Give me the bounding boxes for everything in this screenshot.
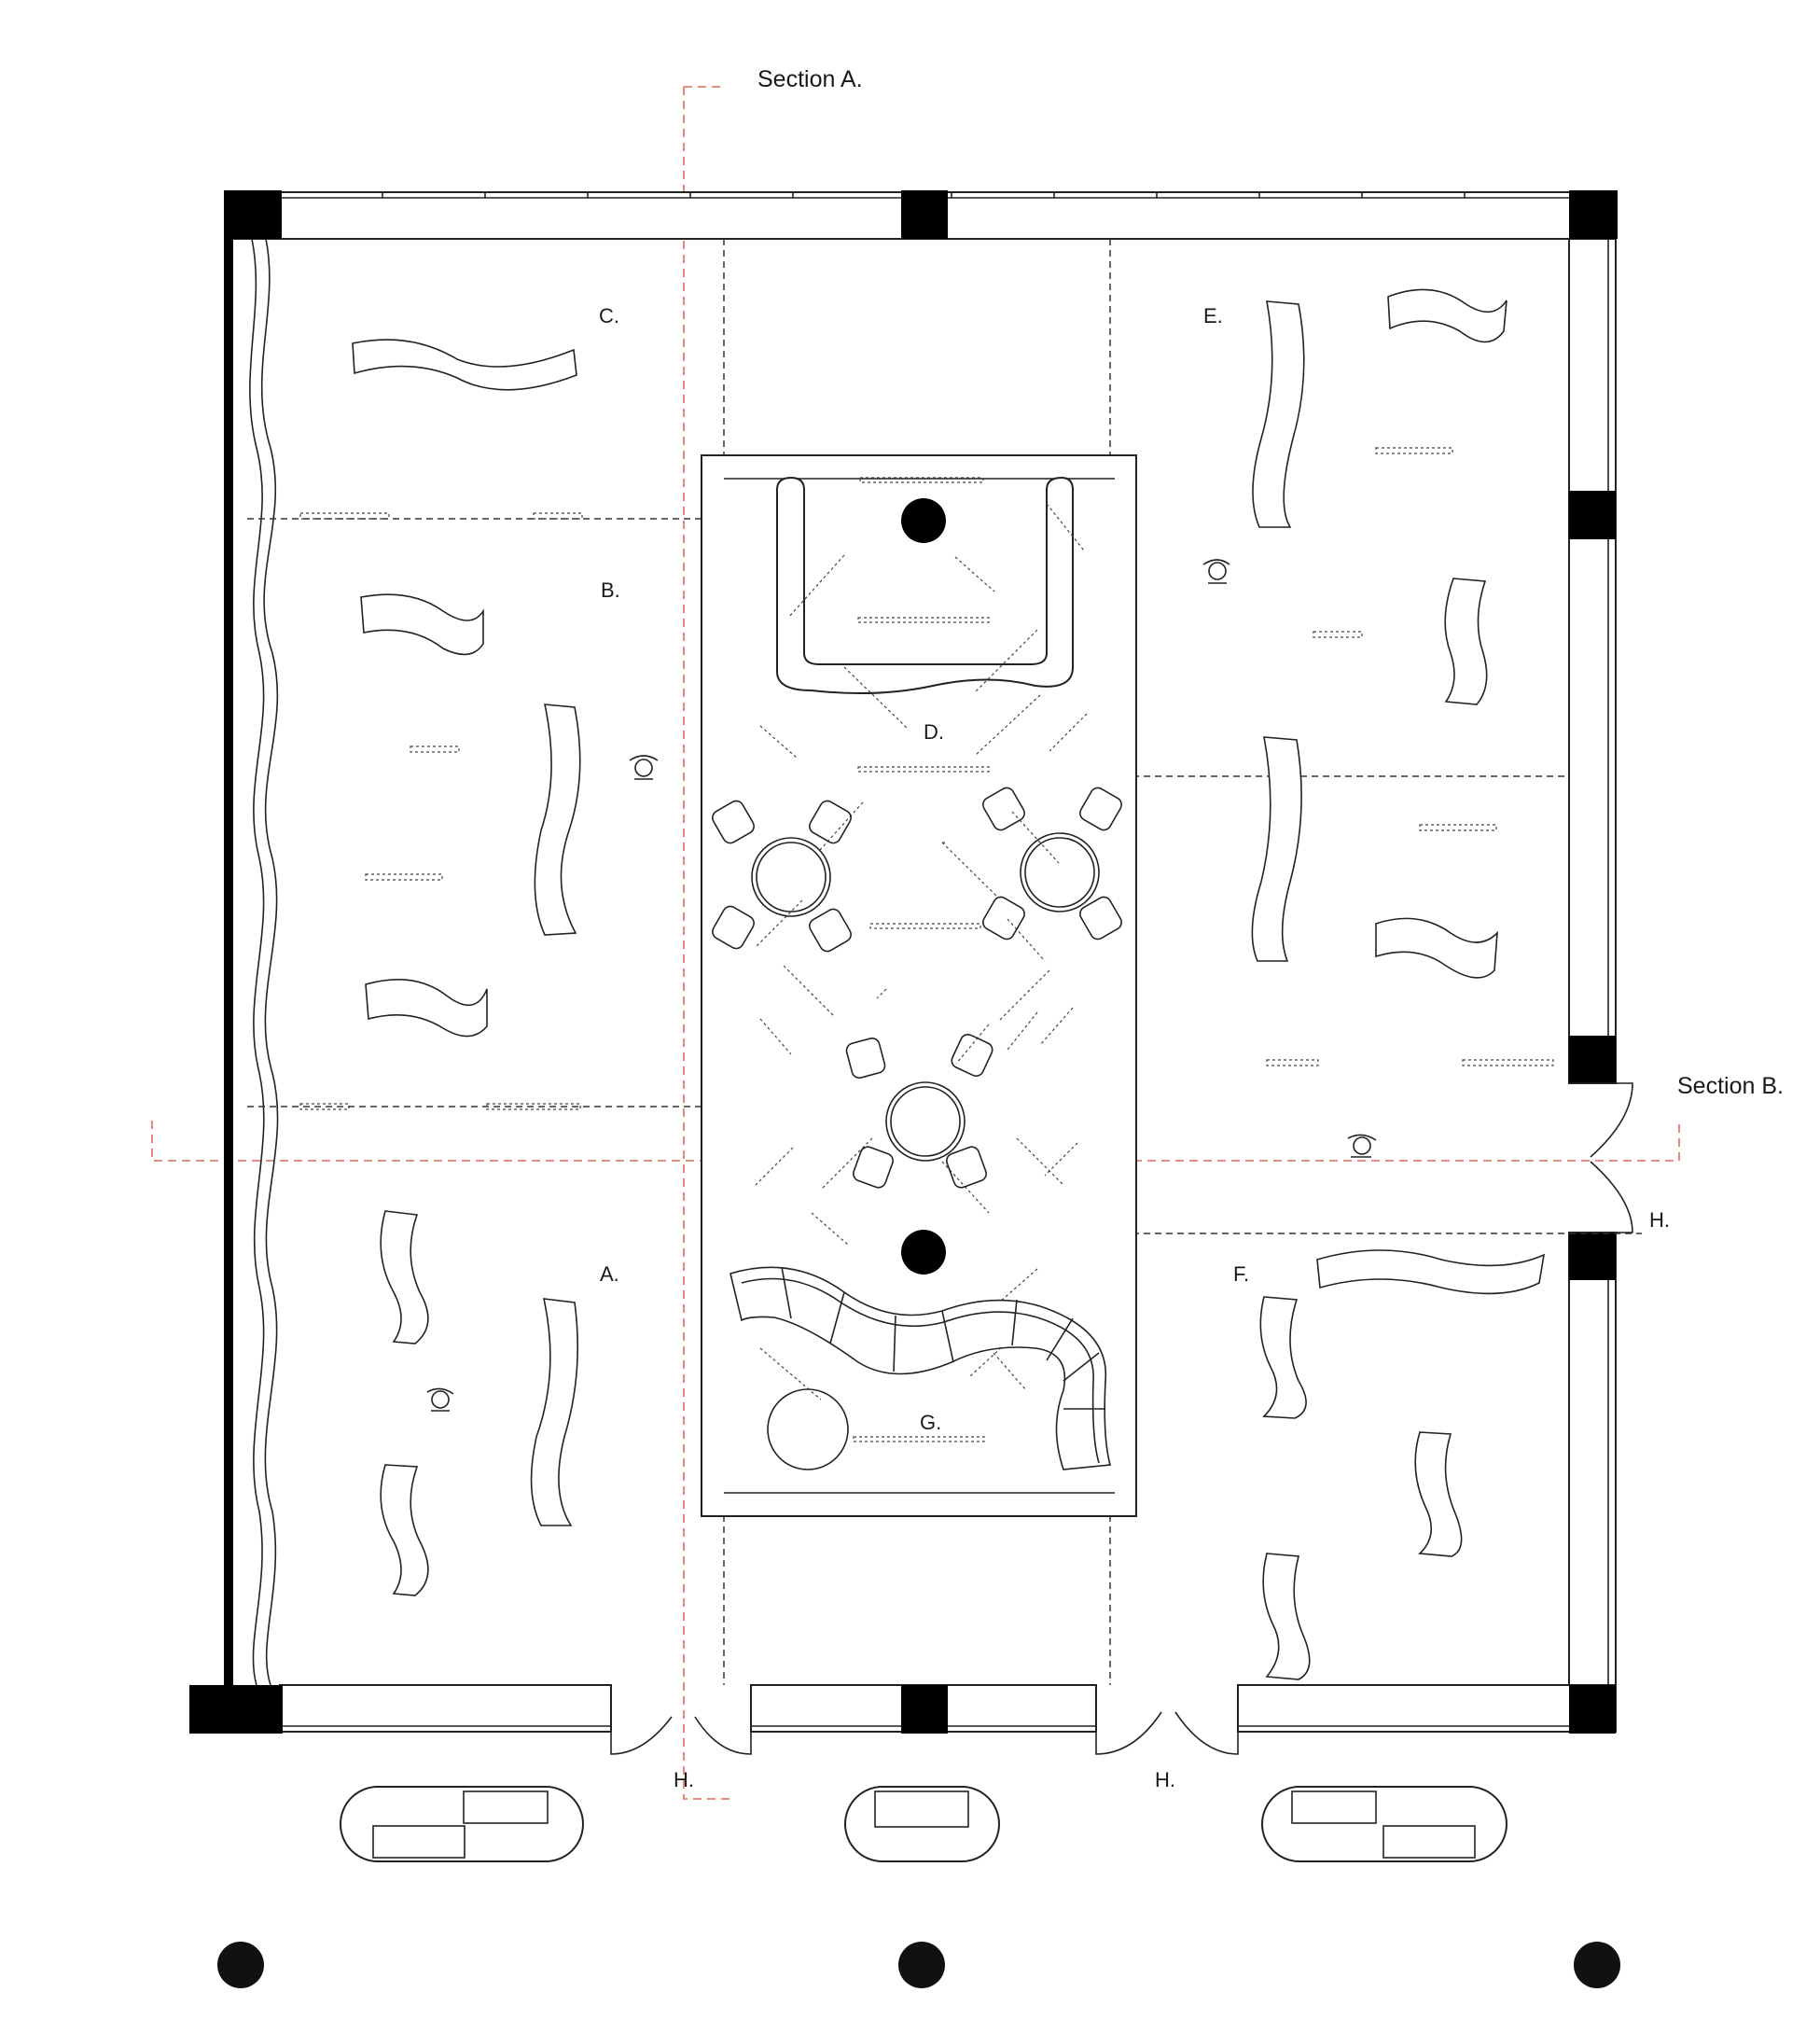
platform-horizontal-benches — [853, 477, 990, 1442]
structural-columns — [189, 190, 1618, 1734]
people-figures — [426, 559, 1377, 1412]
zone-label-c: C. — [599, 304, 619, 327]
exterior-bollards — [217, 1942, 1620, 1988]
zone-label-b: B. — [601, 578, 620, 602]
exterior-planters — [340, 1786, 1507, 1862]
entrance-label-h-center: H. — [1155, 1768, 1175, 1791]
section-a-label: Section A. — [757, 66, 863, 92]
post-lower — [901, 1230, 946, 1275]
doors — [610, 1082, 1633, 1755]
hatched-markers — [755, 503, 1088, 1400]
round-table-left — [751, 837, 831, 917]
u-bench — [776, 476, 1074, 695]
entrance-label-h-left: H. — [674, 1768, 694, 1791]
zone-label-e: E. — [1203, 304, 1223, 327]
round-table-right — [1020, 832, 1100, 913]
zone-label-g: G. — [920, 1411, 941, 1434]
zone-label-f: F. — [1233, 1262, 1249, 1286]
entrance-label-h-right: H. — [1649, 1208, 1670, 1232]
section-b-label: Section B. — [1677, 1073, 1784, 1099]
display-panels — [299, 288, 1554, 1680]
outer-walls — [224, 191, 1617, 1733]
round-table-center — [885, 1081, 966, 1162]
zone-label-a: A. — [600, 1262, 619, 1286]
section-a-line — [683, 86, 732, 1800]
chairs — [712, 787, 1122, 1189]
curtain-left — [249, 238, 279, 1686]
zone-label-d: D. — [924, 720, 944, 744]
curved-bench — [729, 1266, 1112, 1470]
